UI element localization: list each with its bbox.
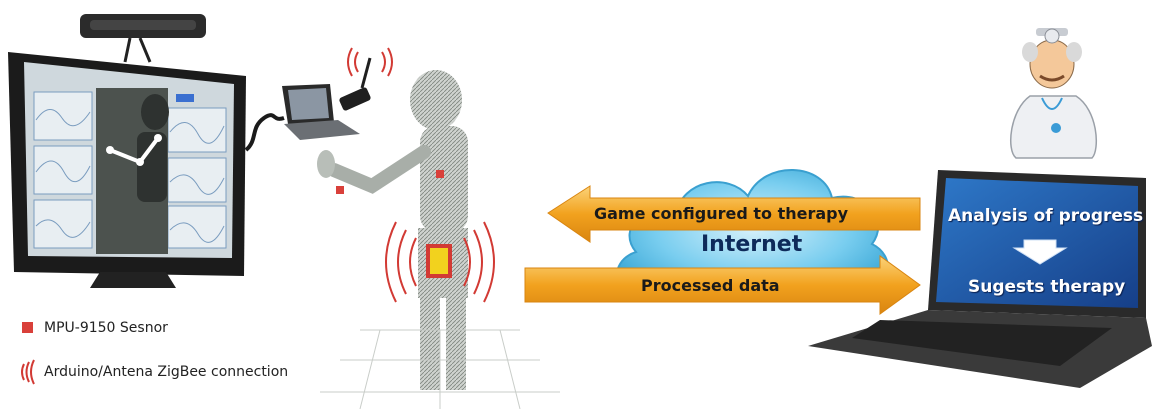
- legend-signal-icon: [21, 359, 35, 385]
- usb-cable: [244, 113, 285, 152]
- kinect-cable: [123, 37, 152, 63]
- arrow-bottom-label: Processed data: [641, 276, 780, 295]
- skeleton-joint: [136, 158, 144, 166]
- skeleton-joint: [106, 146, 114, 154]
- legend-antenna-label: Arduino/Antena ZigBee connection: [44, 364, 289, 380]
- dongle-body: [339, 87, 371, 111]
- arrow-top-label: Game configured to therapy: [594, 204, 849, 223]
- skeleton-joint: [154, 134, 162, 142]
- screen-graphs: [33, 91, 227, 249]
- child-leg-right: [446, 294, 466, 390]
- child-hand: [317, 150, 335, 178]
- small-laptop-base: [284, 120, 360, 140]
- child-figure: [317, 70, 560, 409]
- screen-logo: [176, 94, 194, 102]
- child-leg-left: [420, 294, 440, 390]
- screen-line-1: Analysis of progress: [948, 206, 1144, 226]
- kinect-lens-bar: [90, 20, 196, 30]
- zigbee-dongle: [339, 47, 393, 111]
- doctor-hair-right: [1066, 42, 1082, 62]
- doctor-moustache: [1039, 74, 1065, 82]
- sensor-marker-wrist: [336, 186, 344, 194]
- doctor-figure: [1009, 28, 1098, 159]
- child-arm: [327, 145, 431, 194]
- head-mirror-icon: [1044, 28, 1060, 44]
- laptop-keyboard: [852, 320, 1112, 366]
- doctor-hair-left: [1022, 42, 1038, 62]
- arrow-to-game: [547, 185, 921, 243]
- dongle-signal-icon: [347, 47, 393, 77]
- small-laptop: [282, 84, 360, 140]
- dongle-antenna: [360, 57, 372, 89]
- arrow-to-server: [524, 255, 921, 315]
- tv-stand: [90, 272, 176, 288]
- child-head: [410, 70, 462, 130]
- small-laptop-screen: [288, 88, 329, 120]
- legend-sensor-icon: [22, 322, 33, 333]
- player-body: [137, 132, 167, 202]
- floor-grid: [320, 329, 560, 409]
- child-torso: [420, 126, 468, 232]
- cloud-label: Internet: [701, 232, 803, 257]
- down-arrow-icon: [1012, 239, 1068, 265]
- waist-signal-icon: [385, 221, 495, 303]
- stethoscope-icon: [1041, 97, 1063, 110]
- tv-monitor: [8, 14, 246, 288]
- legend-sensor-label: MPU-9150 Sesnor: [44, 320, 168, 336]
- stethoscope-chest-piece: [1051, 123, 1061, 133]
- screen-line-2: Sugests therapy: [968, 277, 1126, 297]
- player-head: [141, 94, 169, 130]
- sensor-marker-shoulder: [436, 170, 444, 178]
- waist-sensor-box: [426, 244, 452, 278]
- laptop: [808, 170, 1152, 388]
